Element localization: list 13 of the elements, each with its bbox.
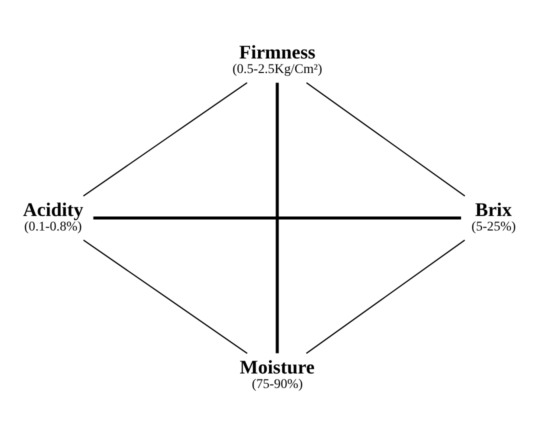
connector (276, 82, 279, 353)
node-label: (0.5-2.5Kg/Cm²) (232, 60, 322, 76)
node-label: (75-90%) (252, 375, 303, 390)
connector (83, 82, 248, 196)
node-text: Brix (475, 199, 512, 220)
node-label: (5-25%) (472, 218, 516, 233)
connector (93, 216, 462, 220)
connector (83, 239, 248, 354)
node-text: Moisture (240, 356, 315, 378)
connector (306, 82, 466, 196)
node-text: Firmness (239, 42, 316, 64)
node-text: Acidity (23, 199, 84, 220)
connector (306, 239, 466, 354)
